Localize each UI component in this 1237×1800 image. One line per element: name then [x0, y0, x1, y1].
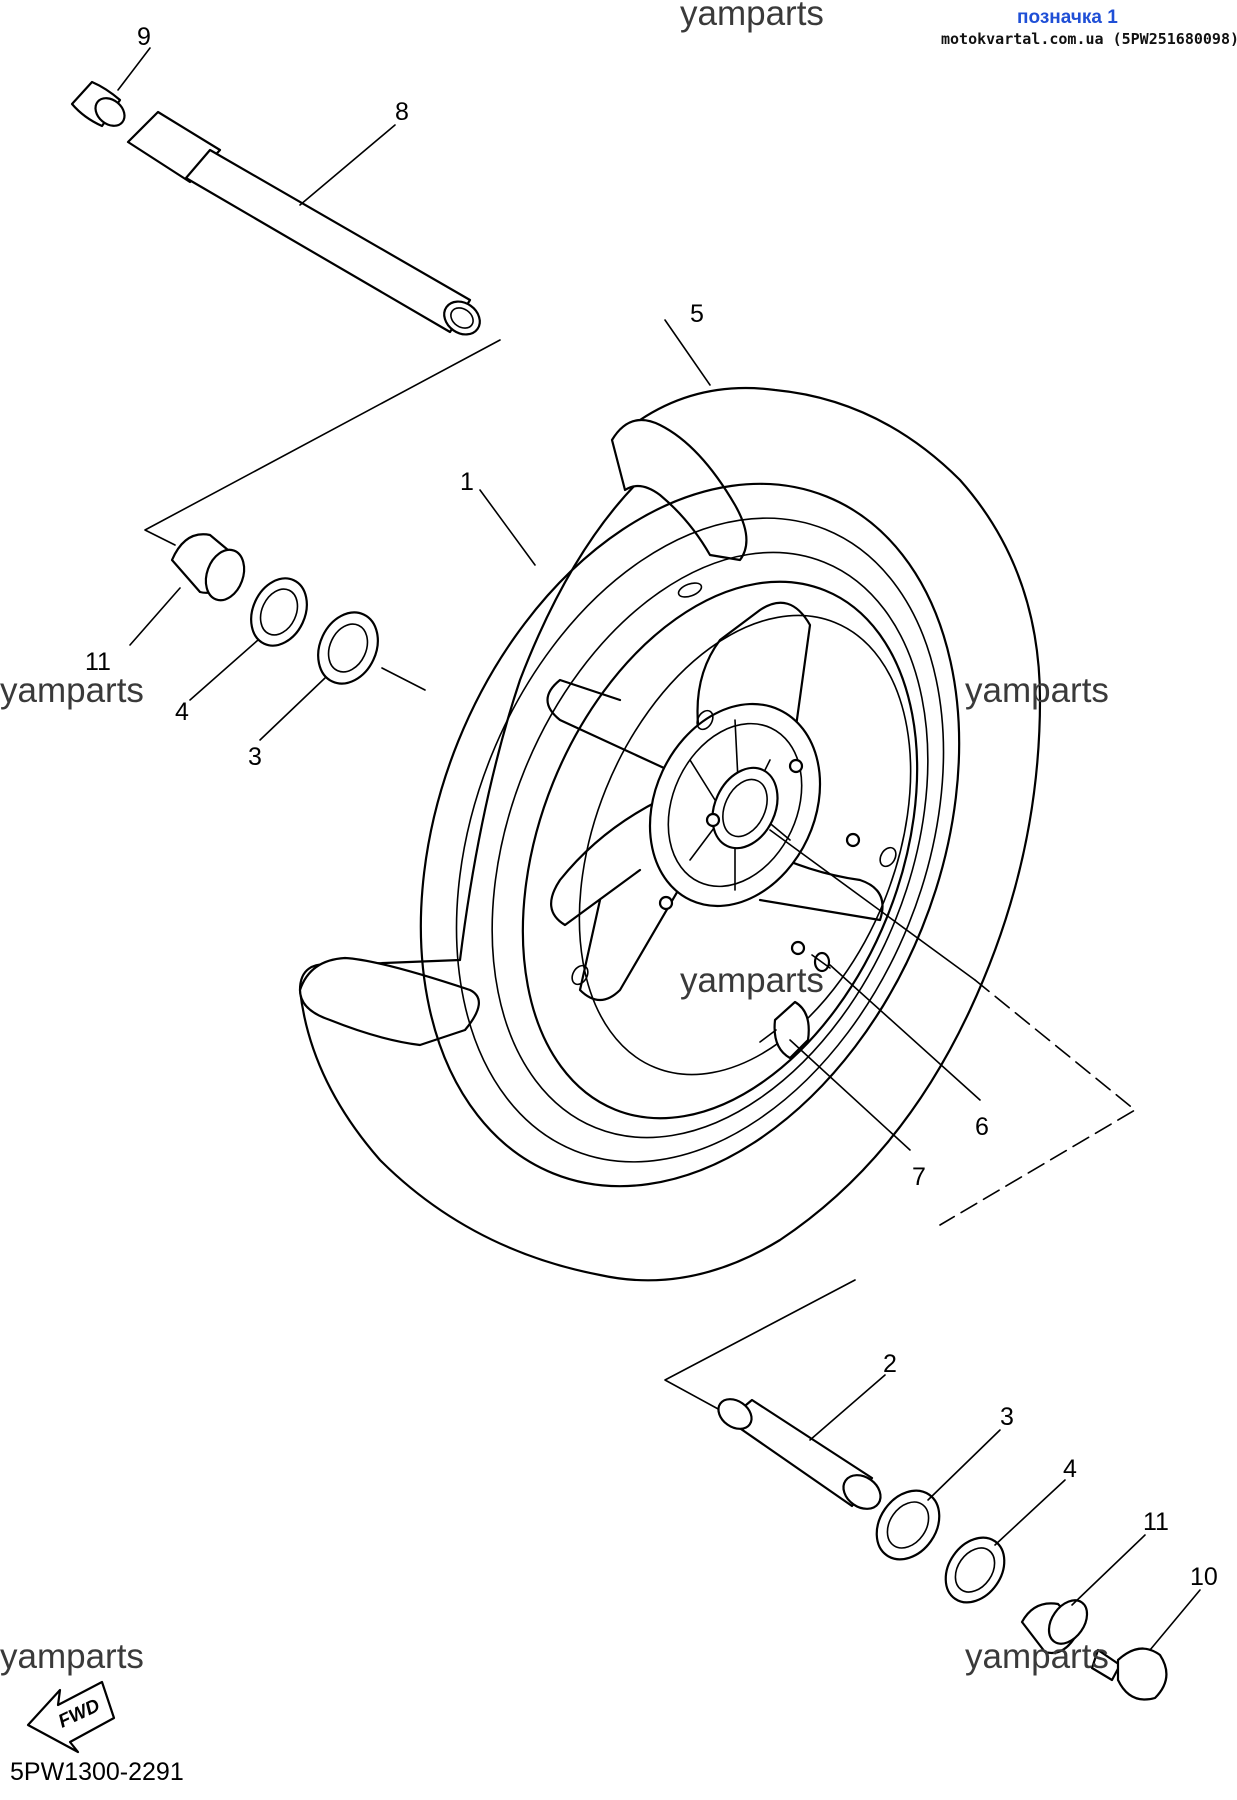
- callout-9: 9: [137, 23, 151, 51]
- callout-3-right: 3: [1000, 1403, 1014, 1431]
- diagram-code: 5PW1300-2291: [10, 1758, 184, 1786]
- part-4-seal-left: [250, 577, 308, 647]
- callout-10: 10: [1190, 1563, 1218, 1591]
- callout-7: 7: [912, 1163, 926, 1191]
- callout-8: 8: [395, 98, 409, 126]
- part-2-collar: [717, 1398, 882, 1510]
- watermark-bottom-left: yamparts: [0, 1637, 144, 1676]
- watermark-center: yamparts: [680, 961, 824, 1000]
- part-8-axle: [126, 110, 481, 336]
- callout-6: 6: [975, 1113, 989, 1141]
- callout-4-left: 4: [175, 698, 189, 726]
- part-1-wheel-and-part-5-tire: [298, 386, 1042, 1282]
- leader-1: [479, 489, 536, 566]
- watermark-top: yamparts: [680, 0, 824, 33]
- leader-11-left: [129, 587, 181, 646]
- callout-5: 5: [690, 300, 704, 328]
- part-9-cap: [70, 80, 126, 128]
- leader-4-left: [189, 639, 259, 701]
- axis-line-hub: [769, 829, 976, 981]
- leader-10: [1149, 1589, 1201, 1651]
- watermark-right: yamparts: [965, 671, 1109, 710]
- axis-line-upper: [144, 339, 501, 546]
- callout-1: 1: [460, 468, 474, 496]
- part-6-bolt: [811, 951, 831, 973]
- source-text: motokvartal.com.ua (5PW251680098): [941, 30, 1237, 48]
- watermark-left: yamparts: [0, 671, 144, 710]
- part-11-spacer-right: [1020, 1599, 1089, 1655]
- axis-line-lower: [664, 1279, 856, 1411]
- axis-dash-left: [381, 667, 426, 691]
- callout-11-left: 11: [85, 648, 111, 676]
- watermark-bottom-right: yamparts: [965, 1637, 1109, 1676]
- leader-2: [809, 1374, 886, 1441]
- leader-6: [829, 964, 981, 1101]
- callout-3-left: 3: [248, 743, 262, 771]
- part-7-valve: [759, 1000, 810, 1060]
- axis-dash-right: [939, 979, 1136, 1226]
- fwd-arrow-icon: FWD: [26, 1680, 116, 1754]
- leader-4-right: [994, 1479, 1066, 1546]
- leader-7: [789, 1039, 911, 1151]
- leader-8: [299, 124, 396, 206]
- part-11-spacer-left: [170, 533, 246, 602]
- part-4-seal-right: [944, 1536, 1006, 1604]
- leader-9: [117, 47, 151, 91]
- leader-3-right: [927, 1429, 1001, 1501]
- leader-5: [664, 319, 711, 386]
- leader-3-left: [259, 677, 326, 741]
- leader-11-right: [1071, 1534, 1146, 1606]
- part-3-bearing-left: [317, 611, 379, 685]
- callout-11-right: 11: [1143, 1508, 1169, 1536]
- part-3-bearing-right: [875, 1489, 941, 1561]
- part-10-bolt: [1090, 1647, 1168, 1701]
- callout-2: 2: [883, 1350, 897, 1378]
- tag-label: позначка 1: [1017, 7, 1118, 28]
- callout-4-right: 4: [1063, 1455, 1077, 1483]
